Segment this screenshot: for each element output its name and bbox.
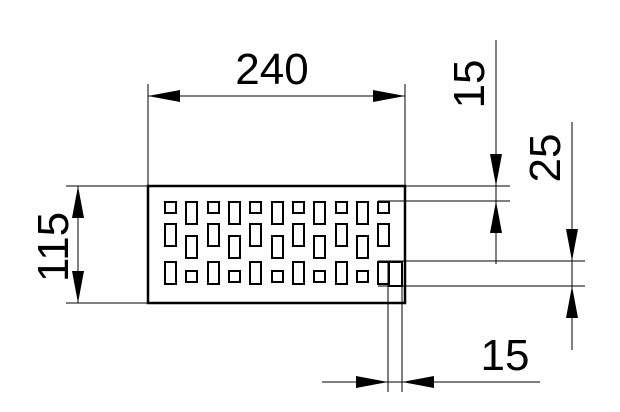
perforation-hole [207, 223, 220, 247]
perforation-hole [313, 270, 326, 283]
hole-width-dimension: 15 [322, 261, 540, 392]
perforation-hole [377, 223, 390, 247]
arrowhead-left [402, 376, 434, 388]
arrowhead-up [566, 286, 578, 318]
arrowhead-bottom [72, 271, 84, 303]
brick-outline [146, 184, 407, 305]
perforation-hole [356, 270, 369, 283]
hole-height-small-label: 15 [445, 60, 494, 109]
perforation-hole [207, 201, 220, 214]
perforation-holes [164, 201, 403, 287]
arrowhead-top [72, 186, 84, 218]
arrowhead-left [148, 90, 180, 102]
perforation-hole [356, 235, 369, 259]
perforation-hole [249, 261, 262, 285]
arrowhead-right [356, 376, 388, 388]
length-label: 240 [235, 45, 308, 94]
perforation-hole [164, 261, 177, 285]
perforation-hole [271, 201, 284, 225]
arrowhead-down [490, 154, 502, 186]
perforation-hole [185, 201, 198, 225]
arrowhead-down [566, 229, 578, 261]
perforation-hole [271, 270, 284, 283]
perforation-hole [335, 201, 348, 214]
perforation-hole [313, 201, 326, 225]
hole-height-small-dimension: 15 [378, 40, 510, 264]
perforation-hole [388, 261, 403, 287]
arrowhead-right [373, 90, 405, 102]
perforation-hole [377, 261, 390, 285]
perforation-hole [185, 270, 198, 283]
hole-width-label: 15 [481, 331, 530, 380]
perforation-hole [249, 223, 262, 247]
perforation-hole [228, 235, 241, 259]
hole-height-tall-label: 25 [521, 134, 570, 183]
perforation-hole [335, 261, 348, 285]
perforation-hole [185, 235, 198, 259]
height-dimension: 115 [29, 185, 148, 304]
perforation-hole [292, 201, 305, 214]
hole-height-tall-dimension: 25 [378, 122, 585, 350]
perforation-hole [292, 261, 305, 285]
perforation-hole [228, 270, 241, 283]
perforation-hole [292, 223, 305, 247]
perforation-hole [228, 201, 241, 225]
perforation-hole [356, 201, 369, 225]
perforation-hole [335, 223, 348, 247]
length-dimension: 240 [147, 45, 406, 186]
perforation-hole [164, 201, 177, 214]
height-label: 115 [29, 212, 78, 282]
arrowhead-up [490, 201, 502, 233]
perforation-hole [207, 261, 220, 285]
perforation-hole [249, 201, 262, 214]
perforation-hole [164, 223, 177, 247]
perforation-hole [377, 201, 390, 214]
perforation-hole [271, 235, 284, 259]
perforation-hole [313, 235, 326, 259]
